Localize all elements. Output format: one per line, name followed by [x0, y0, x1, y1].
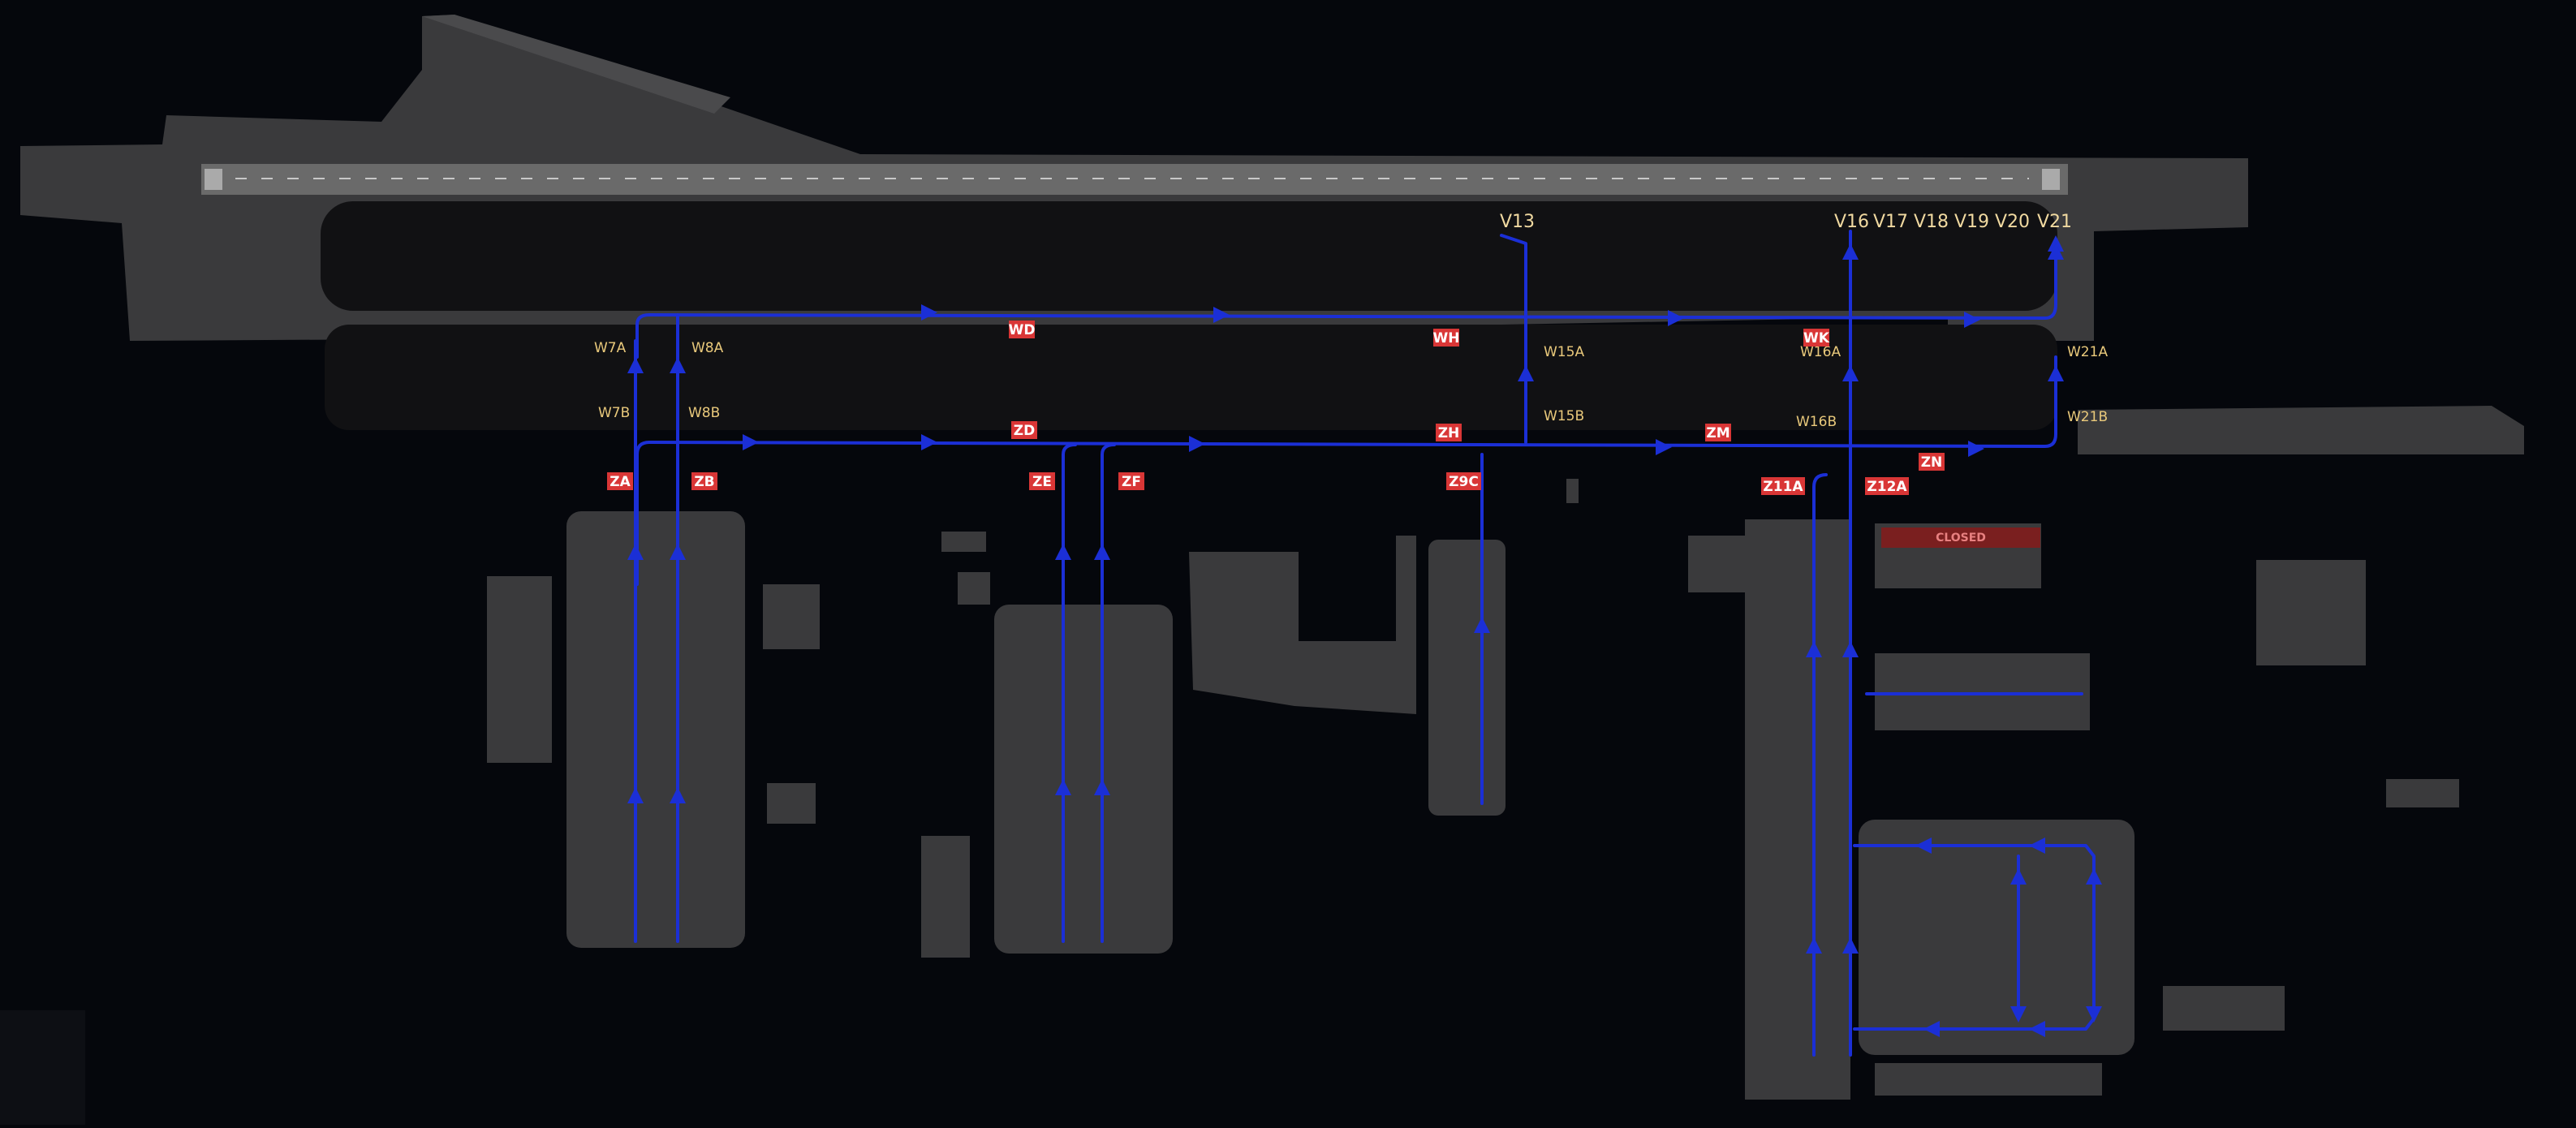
taxiway-label-z9c: Z9C [1446, 472, 1481, 490]
taxiway-labels: WD WH WK ZD ZH ZM ZN ZA ZB ZE ZF Z9C Z11A Z12A [607, 321, 1945, 495]
route-arrows [627, 243, 2102, 1037]
hold-w16a: W16A [1800, 344, 1841, 360]
taxiway-label-text: Z11A [1763, 479, 1803, 495]
hold-w15b: W15B [1544, 408, 1584, 424]
taxiway-label-bg [1029, 472, 1055, 490]
taxiway-label-bg [607, 472, 633, 490]
stand-v19: V19 [1954, 212, 1989, 232]
closed-label: CLOSED [1936, 532, 1986, 545]
taxiway-label-bg [1919, 453, 1945, 471]
taxiway-label-bg [1803, 329, 1829, 347]
taxiway-label-z12a: Z12A [1865, 477, 1909, 495]
taxiway-label-bg [1761, 477, 1805, 495]
taxiway-label-bg [1009, 321, 1035, 338]
route-zf [1101, 443, 1116, 943]
stand-v20: V20 [1995, 212, 2030, 232]
stand-v13: V13 [1500, 212, 1535, 232]
taxiway-label-z11a: Z11A [1761, 477, 1805, 495]
hold-w7a: W7A [594, 340, 627, 356]
taxiway-label-bg [1433, 329, 1459, 347]
taxiway-label-text: WK [1803, 330, 1830, 347]
taxiway-label-text: WH [1433, 330, 1460, 347]
taxiway-label-text: Z9C [1449, 474, 1479, 490]
closed-area: CLOSED [1881, 527, 2040, 548]
taxiway-label-text: ZN [1921, 454, 1943, 471]
taxiway-label-ze: ZE [1029, 472, 1055, 490]
route-ze [1062, 443, 1077, 943]
taxiway-label-bg [691, 472, 717, 490]
taxiway-label-zd: ZD [1011, 421, 1037, 439]
stand-labels: V13 V16 V17 V18 V19 V20 V21 [1500, 212, 2072, 232]
taxiway-label-zb: ZB [691, 472, 717, 490]
taxiway-label-zn: ZN [1919, 453, 1945, 471]
taxiway-label-bg [1865, 477, 1909, 495]
route-v16b [1812, 473, 1828, 1057]
hold-w16b: W16B [1796, 414, 1837, 430]
taxiway-label-za: ZA [607, 472, 633, 490]
taxiway-label-text: ZA [610, 474, 631, 490]
stand-v21: V21 [2037, 212, 2072, 232]
taxiway-label-text: ZB [694, 474, 714, 490]
taxiway-label-zf: ZF [1118, 472, 1144, 490]
taxiway-label-zh: ZH [1436, 424, 1462, 441]
taxiway-label-zm: ZM [1705, 424, 1731, 441]
taxiway-label-text: ZM [1706, 425, 1730, 441]
route-east-loop [1853, 844, 2096, 1031]
hold-w8a: W8A [691, 340, 724, 356]
taxiway-label-bg [1118, 472, 1144, 490]
hold-w8b: W8B [688, 405, 720, 421]
taxiway-label-text: Z12A [1867, 479, 1907, 495]
taxiway-label-text: ZD [1014, 423, 1035, 439]
stand-v17: V17 [1873, 212, 1908, 232]
stand-v16: V16 [1834, 212, 1869, 232]
taxiway-label-wh: WH [1433, 329, 1460, 347]
taxiway-label-text: WD [1009, 322, 1036, 338]
taxiway-label-bg [1011, 421, 1037, 439]
taxiway-label-bg [1436, 424, 1462, 441]
hold-w21b: W21B [2067, 409, 2108, 425]
airfield-surface [0, 15, 2524, 1125]
taxiway-label-wd: WD [1009, 321, 1036, 338]
hold-w7b: W7B [598, 405, 630, 421]
taxiway-label-text: ZH [1438, 425, 1460, 441]
taxiway-label-text: ZE [1032, 474, 1052, 490]
taxiway-label-text: ZF [1122, 474, 1141, 490]
hold-w21a: W21A [2067, 344, 2108, 360]
hold-labels: W7A W8A W7B W8B W15A W15B W16A W16B W21A… [594, 340, 2108, 430]
stand-v18: V18 [1914, 212, 1949, 232]
route-north-taxiway [635, 235, 2064, 359]
hold-w15a: W15A [1544, 344, 1584, 360]
taxiway-label-bg [1446, 472, 1481, 490]
taxiway-label-wk: WK [1803, 329, 1830, 347]
route-south-taxiway [635, 355, 2057, 586]
taxiway-label-bg [1705, 424, 1731, 441]
